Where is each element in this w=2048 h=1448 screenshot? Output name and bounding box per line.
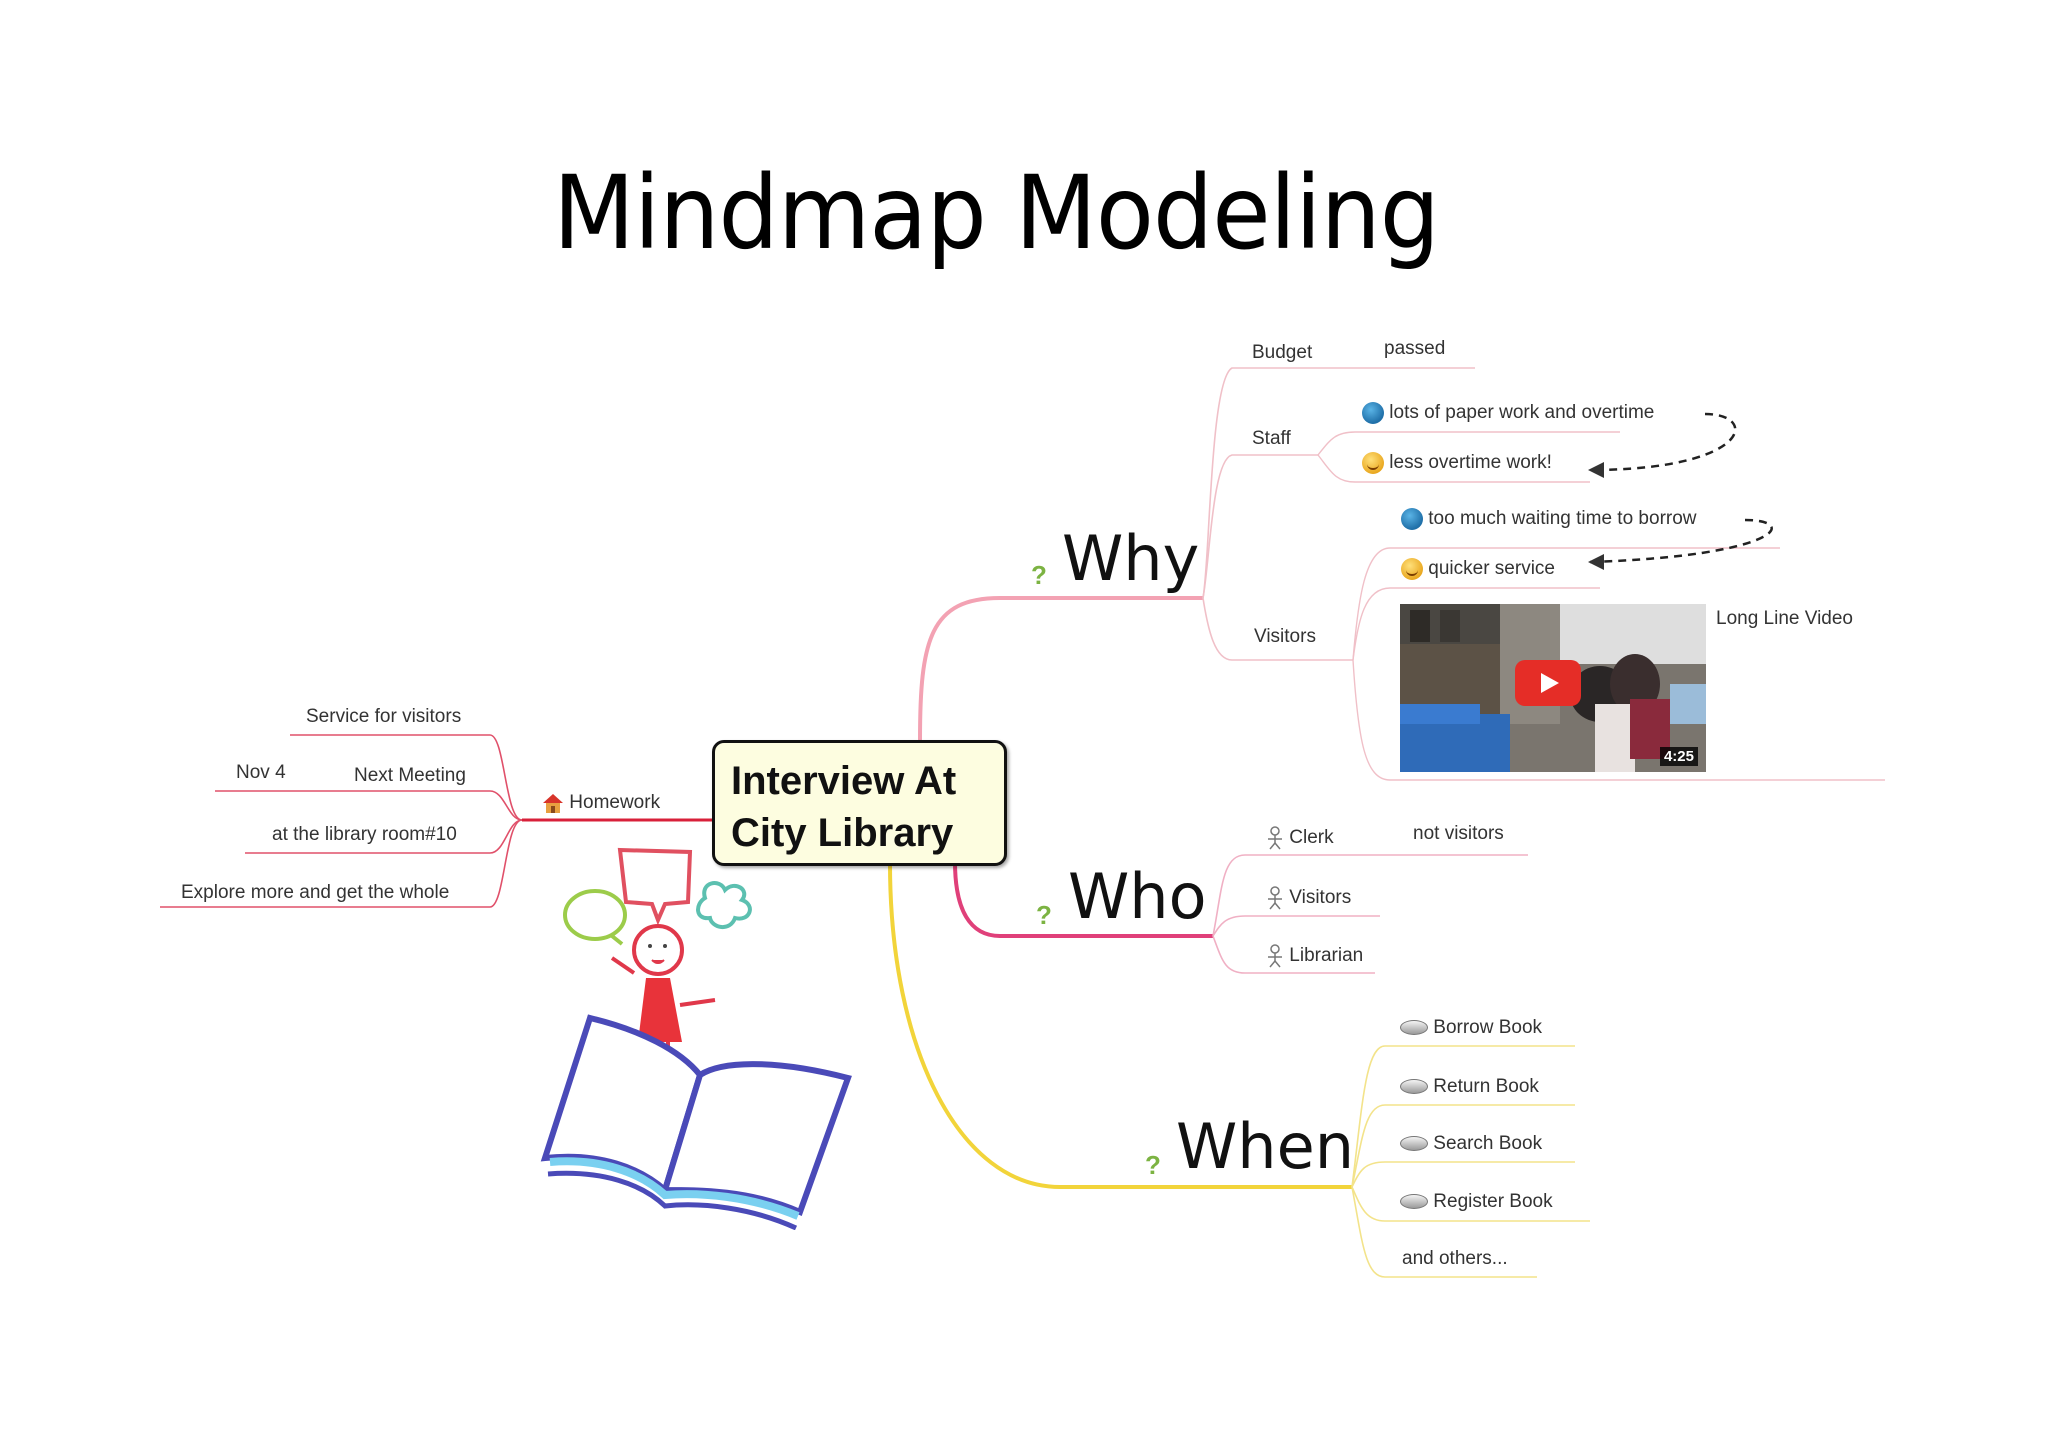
budget-passed-node[interactable]: passed bbox=[1384, 338, 1446, 359]
disc-icon bbox=[1400, 1194, 1428, 1210]
staff-problem-text: lots of paper work and overtime bbox=[1389, 402, 1655, 424]
search-text: Search Book bbox=[1433, 1133, 1543, 1154]
when-topic[interactable]: When bbox=[1176, 1110, 1355, 1183]
visitors-problem-text: too much waiting time to borrow bbox=[1428, 508, 1697, 530]
globe-icon bbox=[1362, 402, 1384, 424]
budget-node[interactable]: Budget bbox=[1252, 342, 1313, 363]
smiley-icon bbox=[1401, 558, 1423, 580]
next-meeting-date-node[interactable]: Nov 4 bbox=[236, 762, 286, 783]
slide-title: Mindmap Modeling bbox=[553, 154, 1440, 273]
person-icon bbox=[1268, 886, 1282, 910]
disc-icon bbox=[1400, 1136, 1428, 1152]
register-text: Register Book bbox=[1433, 1191, 1553, 1212]
why-topic[interactable]: Why bbox=[1062, 522, 1200, 595]
person-icon bbox=[1268, 826, 1282, 850]
meeting-location-node[interactable]: at the library room#10 bbox=[272, 824, 457, 845]
next-meeting-node[interactable]: Next Meeting bbox=[354, 765, 466, 786]
when-register-node[interactable]: Register Book bbox=[1400, 1191, 1553, 1213]
who-topic[interactable]: Who bbox=[1068, 860, 1207, 933]
visitors-text: Visitors bbox=[1289, 887, 1352, 909]
when-borrow-node[interactable]: Borrow Book bbox=[1400, 1017, 1542, 1039]
house-icon bbox=[543, 794, 563, 813]
return-text: Return Book bbox=[1433, 1076, 1539, 1097]
who-visitors-node[interactable]: Visitors bbox=[1266, 886, 1351, 910]
video-duration: 4:25 bbox=[1659, 747, 1698, 766]
question-marker-icon: ? bbox=[1036, 900, 1052, 930]
explore-node[interactable]: Explore more and get the whole bbox=[181, 882, 450, 903]
homework-node[interactable]: Homework bbox=[542, 792, 660, 814]
child-on-book-illustration bbox=[540, 847, 852, 1230]
play-icon[interactable] bbox=[1515, 660, 1581, 706]
staff-node[interactable]: Staff bbox=[1252, 428, 1291, 449]
visitors-solution-text: quicker service bbox=[1428, 558, 1555, 580]
staff-solution-text: less overtime work! bbox=[1389, 452, 1552, 474]
who-clerk-node[interactable]: Clerk bbox=[1266, 826, 1334, 850]
visitors-problem-node[interactable]: too much waiting time to borrow bbox=[1401, 508, 1697, 530]
disc-icon bbox=[1400, 1020, 1428, 1036]
homework-service-node[interactable]: Service for visitors bbox=[306, 706, 462, 727]
librarian-text: Librarian bbox=[1289, 945, 1364, 967]
smiley-icon bbox=[1362, 452, 1384, 474]
who-librarian-node[interactable]: Librarian bbox=[1266, 944, 1363, 968]
video-thumbnail[interactable]: 4:25 bbox=[1400, 604, 1706, 772]
central-topic-text: Interview At City Library bbox=[731, 755, 956, 859]
central-topic-node[interactable]: Interview At City Library bbox=[712, 740, 1007, 866]
question-marker-icon: ? bbox=[1031, 560, 1047, 590]
person-icon bbox=[1268, 944, 1282, 968]
staff-problem-node[interactable]: lots of paper work and overtime bbox=[1362, 402, 1654, 424]
clerk-text: Clerk bbox=[1289, 827, 1334, 849]
homework-text: Homework bbox=[569, 792, 661, 814]
question-marker-icon: ? bbox=[1145, 1150, 1161, 1180]
when-others-node[interactable]: and others... bbox=[1402, 1248, 1508, 1269]
borrow-text: Borrow Book bbox=[1433, 1017, 1543, 1038]
when-search-node[interactable]: Search Book bbox=[1400, 1133, 1542, 1155]
central-topic-line2: City Library bbox=[731, 811, 954, 855]
when-return-node[interactable]: Return Book bbox=[1400, 1076, 1539, 1098]
staff-solution-node[interactable]: less overtime work! bbox=[1362, 452, 1552, 474]
disc-icon bbox=[1400, 1079, 1428, 1095]
video-caption[interactable]: Long Line Video bbox=[1716, 608, 1853, 629]
visitors-solution-node[interactable]: quicker service bbox=[1401, 558, 1555, 580]
central-topic-line1: Interview At bbox=[731, 759, 957, 803]
globe-icon bbox=[1401, 508, 1423, 530]
clerk-detail-node[interactable]: not visitors bbox=[1413, 823, 1504, 844]
why-visitors-node[interactable]: Visitors bbox=[1254, 626, 1316, 647]
